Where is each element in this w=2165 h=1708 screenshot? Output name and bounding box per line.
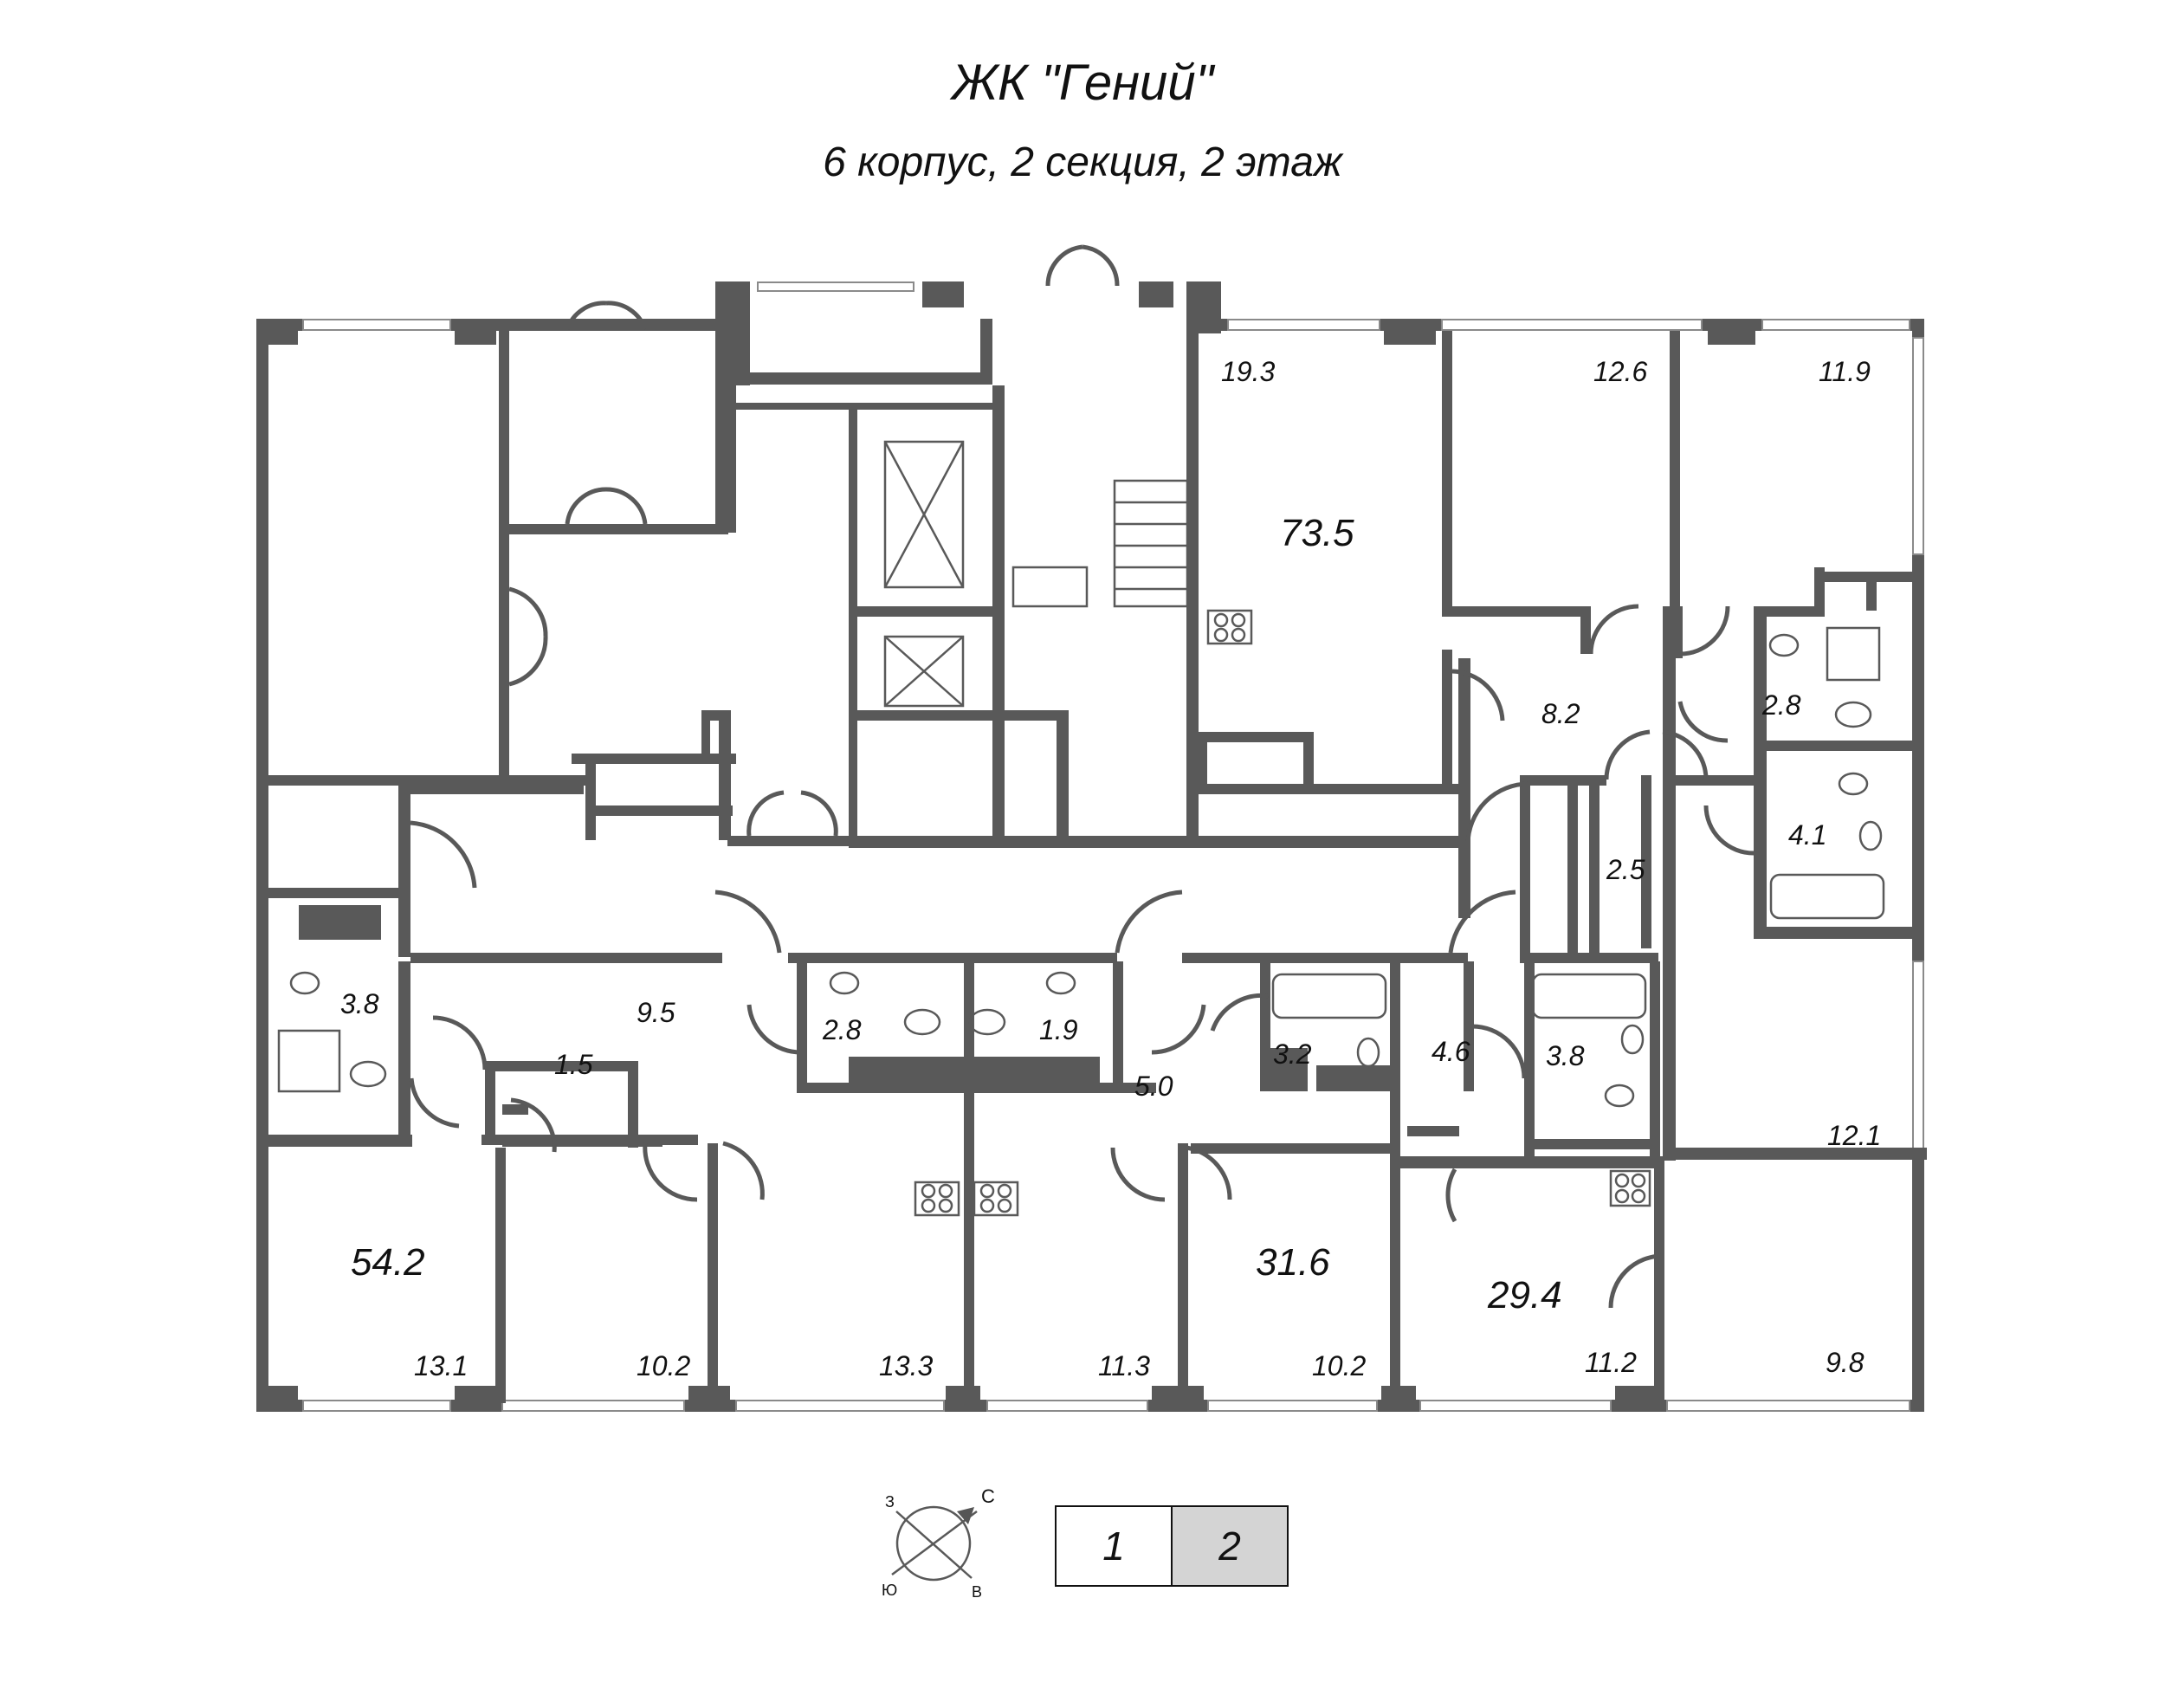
area-label: 1.9	[1039, 1014, 1078, 1045]
area-label: 5.0	[1134, 1071, 1173, 1102]
sink-icon	[1858, 820, 1883, 851]
area-label: 4.6	[1431, 1036, 1470, 1067]
compass-east: В	[972, 1583, 982, 1601]
sink-icon	[349, 1060, 387, 1088]
floor-subtitle: 6 корпус, 2 секция, 2 этаж	[823, 139, 1342, 185]
area-label: 2.8	[822, 1014, 862, 1045]
area-label: 13.1	[414, 1350, 468, 1381]
wc-icon	[1045, 971, 1076, 995]
apartment-top-right	[1197, 331, 1927, 1161]
apartment-total-area: 54.2	[351, 1241, 425, 1284]
area-label: 13.3	[879, 1350, 933, 1381]
area-label: 3.8	[340, 988, 379, 1019]
floor-1-button[interactable]: 1	[1102, 1524, 1125, 1569]
bathtub-icon	[1769, 873, 1885, 920]
compass-south: Ю	[882, 1582, 897, 1599]
bathtub-icon	[1271, 973, 1387, 1019]
hob-icon	[1609, 1169, 1651, 1207]
area-label: 8.2	[1541, 698, 1580, 729]
hob-icon	[1206, 609, 1253, 645]
area-label: 1.5	[554, 1049, 593, 1080]
hob-icon	[914, 1181, 960, 1217]
wc-icon	[829, 971, 860, 995]
area-label: 11.3	[1098, 1350, 1150, 1381]
shower-icon	[1826, 626, 1881, 682]
windows	[302, 281, 1924, 1412]
wc-icon	[1604, 1084, 1635, 1108]
corridor	[268, 658, 1658, 963]
area-labels: 19.3 12.6 11.9 73.5 8.2 2.8 2.5 4.1 12.1…	[340, 356, 1881, 1381]
area-label: 9.8	[1826, 1347, 1864, 1378]
building-core	[499, 244, 1199, 848]
area-label: 3.2	[1273, 1038, 1312, 1070]
apartment-total-area: 31.6	[1256, 1241, 1330, 1284]
area-label: 3.8	[1546, 1040, 1585, 1071]
compass-north: С	[981, 1485, 995, 1507]
area-label: 4.1	[1788, 819, 1826, 851]
compass-west: З	[885, 1493, 895, 1511]
compass-icon: С З Ю В	[882, 1485, 995, 1601]
top-left-room	[256, 775, 585, 888]
area-label: 2.8	[1761, 689, 1801, 721]
area-label: 11.9	[1819, 356, 1871, 387]
area-label: 12.1	[1827, 1120, 1881, 1151]
area-label: 10.2	[1312, 1350, 1366, 1381]
shower-icon	[277, 1029, 341, 1093]
sink-icon	[903, 1008, 941, 1036]
wc-icon	[1768, 633, 1800, 657]
complex-title: ЖК "Гений"	[951, 55, 1214, 111]
wc-icon	[1838, 772, 1869, 796]
wc-icon	[289, 971, 320, 995]
area-label: 9.5	[637, 997, 675, 1028]
floor-2-button[interactable]: 2	[1171, 1507, 1287, 1585]
area-label: 12.6	[1593, 356, 1647, 387]
sink-icon	[1834, 701, 1872, 728]
sink-icon	[1356, 1037, 1380, 1068]
floor-switcher: 1 2	[1055, 1505, 1289, 1587]
apartment-total-area: 29.4	[1487, 1274, 1562, 1317]
area-label: 10.2	[637, 1350, 690, 1381]
area-label: 19.3	[1221, 356, 1275, 387]
sink-icon	[1620, 1024, 1645, 1055]
bathtub-icon	[1531, 973, 1647, 1019]
area-label: 2.5	[1606, 854, 1645, 885]
area-label: 11.2	[1585, 1347, 1637, 1378]
hob-icon	[973, 1181, 1019, 1217]
apartment-total-area: 73.5	[1280, 512, 1354, 554]
bottom-apartments	[256, 905, 1664, 1403]
sink-icon	[968, 1008, 1006, 1036]
